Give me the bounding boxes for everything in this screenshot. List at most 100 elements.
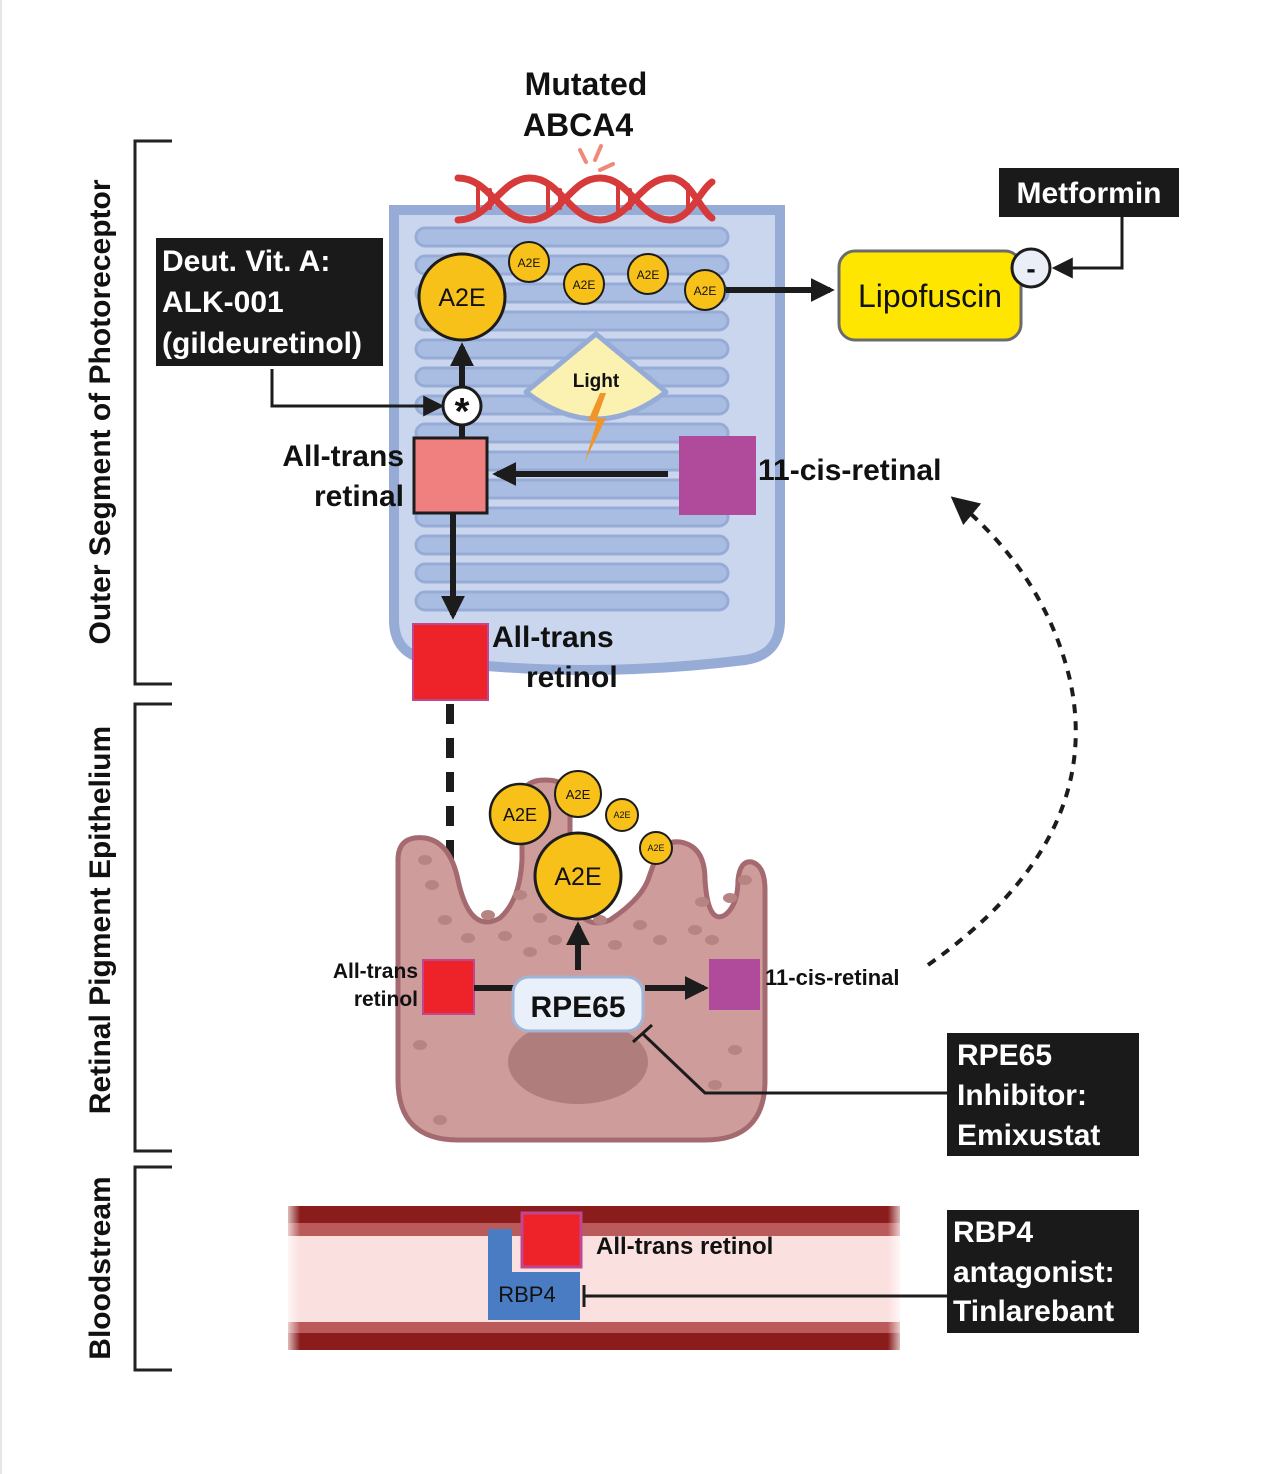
label-rpe-all-trans-retinol-line2: retinol [354,988,418,1011]
svg-text:(gildeuretinol): (gildeuretinol) [162,327,362,360]
bracket-bloodstream [133,1165,172,1372]
pigment-granule [513,890,527,900]
svg-text:A2E: A2E [566,787,591,802]
pigment-granule [705,935,719,945]
svg-text:A2E: A2E [554,863,601,891]
membrane-disc [414,562,730,584]
catalysis-asterisk-icon: * [441,385,483,433]
connector-deut-vit-a [270,369,445,417]
rbp4-protein: RBP4 [488,1229,580,1320]
bracket-rpe [133,702,172,1153]
label-all-trans-retinal-line1: All-trans [282,440,404,473]
nucleus [508,1020,648,1104]
label-cis-retinal: 11-cis-retinal [758,454,941,487]
membrane-disc [414,506,730,528]
label-blood-all-trans-retinol: All-trans retinol [596,1233,773,1260]
inhibitor-bar-rpe65 [631,1023,654,1044]
a2e-small: A2E [508,241,550,283]
pigment-granule [723,893,737,903]
pigment-granule [653,935,667,945]
pigment-granule [461,933,475,943]
gene-label-line2: ABCA4 [523,107,633,143]
svg-text:Lipofuscin: Lipofuscin [858,278,1002,314]
pigment-granule [548,935,562,945]
rpe-all-trans-retinol-square [422,959,475,1015]
label-rpe-all-trans-retinol-line1: All-trans [333,960,418,983]
blood-vessel [288,1206,900,1350]
a2e-rpe-large: A2E [533,831,623,921]
pigment-granule [413,1040,427,1050]
label-all-trans-retinol-line1: All-trans [492,621,614,654]
pigment-granule [425,880,439,890]
a2e-rpe-small: A2E [554,770,602,818]
pigment-granule [433,1115,447,1125]
label-rpe-cis-retinal: 11-cis-retinal [765,965,900,990]
pigment-granule [593,915,607,925]
svg-text:Tinlarebant: Tinlarebant [953,1295,1114,1328]
a2e-large: A2E [417,252,507,342]
svg-text:RPE65: RPE65 [957,1039,1052,1072]
svg-text:antagonist:: antagonist: [953,1256,1115,1289]
membrane-disc [414,534,730,556]
svg-text:Deut. Vit. A:: Deut. Vit. A: [162,245,330,278]
svg-text:Emixustat: Emixustat [957,1119,1100,1152]
lightning-bolt-icon [585,393,606,461]
svg-text:A2E: A2E [637,268,660,282]
svg-text:A2E: A2E [503,805,537,825]
membrane-disc [414,590,730,612]
svg-text:Light: Light [573,371,620,392]
pigment-granule [523,947,537,957]
a2e-small: A2E [684,269,726,311]
gene-label-line1: Mutated [525,66,648,102]
pigment-granule [708,1080,722,1090]
svg-text:A2E: A2E [647,843,664,853]
svg-text:Inhibitor:: Inhibitor: [957,1079,1087,1112]
svg-text:RBP4: RBP4 [953,1216,1033,1249]
pigment-granule [481,910,495,920]
svg-text:RPE65: RPE65 [530,991,625,1024]
drug-box-emixustat: RPE65 Inhibitor: Emixustat [947,1033,1139,1156]
svg-text:A2E: A2E [613,810,630,820]
rpe-cis-retinal-square [709,959,760,1010]
all-trans-retinal-square [412,436,489,515]
a2e-small: A2E [627,253,669,295]
pigment-granule [695,897,709,907]
pigment-granule [498,931,512,941]
svg-text:A2E: A2E [518,256,541,270]
light-icon: Light [523,331,669,461]
dna-helix-icon [454,174,716,224]
svg-text:RBP4: RBP4 [498,1282,555,1307]
blood-all-trans-retinol-square [520,1211,583,1269]
pigment-granule [418,855,432,865]
section-label-rpe: Retinal Pigment Epithelium [84,726,117,1114]
a2e-rpe-tiny: A2E [639,831,673,865]
cis-retinal-square [679,436,756,515]
drug-box-tinlarebant: RBP4 antagonist: Tinlarebant [947,1210,1139,1333]
all-trans-retinol-square [412,623,489,701]
pigment-granule [533,913,547,923]
a2e-rpe-tiny: A2E [605,798,639,832]
inhibitor-line-emixustat [641,1032,947,1095]
section-label-outer-segment: Outer Segment of Photoreceptor [84,179,117,644]
svg-text:ALK-001: ALK-001 [162,286,284,319]
label-all-trans-retinal-line2: retinal [314,480,404,513]
bracket-outer-segment [133,139,172,686]
mutation-burst-icon [578,144,615,172]
arrow-visual-cycle-return-dotted [926,496,1078,967]
svg-text:A2E: A2E [694,284,717,298]
svg-text:A2E: A2E [573,278,596,292]
inhibition-minus-icon: - [1010,247,1052,289]
a2e-rpe-medium: A2E [488,782,552,846]
label-all-trans-retinol-line2: retinol [526,661,618,694]
drug-box-metformin: Metformin [999,168,1179,217]
svg-text:A2E: A2E [438,284,485,312]
membrane-disc [414,226,730,248]
pigment-granule [728,1045,742,1055]
svg-text:-: - [1026,253,1035,284]
pigment-granule [438,915,452,925]
pigment-granule [608,940,622,950]
rpe65-enzyme-box: RPE65 [511,975,645,1033]
pigment-granule [688,925,702,935]
svg-text:Metformin: Metformin [1017,177,1162,210]
